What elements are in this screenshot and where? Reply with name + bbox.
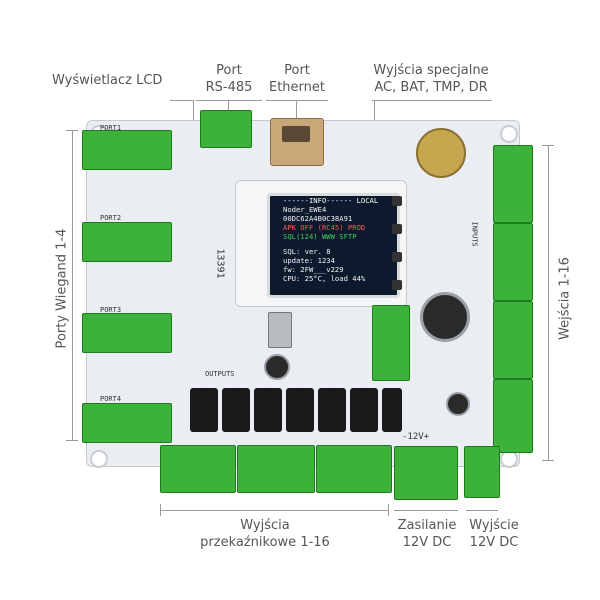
leader-relay-h <box>160 510 388 511</box>
relay-4 <box>286 388 314 432</box>
lcd-button-4[interactable] <box>392 280 402 290</box>
lcd-line-9: fw: 2FW___v229 <box>283 265 344 274</box>
relay-2 <box>222 388 250 432</box>
label-special-outputs: Wyjścia specjalne AC, BAT, TMP, DR <box>356 62 506 96</box>
relay-7 <box>382 388 402 432</box>
mount-hole-tr <box>500 125 518 143</box>
battery-holder <box>416 128 466 178</box>
label-lcd: Wyświetlacz LCD <box>52 73 163 88</box>
leader-inputs-bottom <box>542 460 554 461</box>
lcd-line-1: ------INFO------ LOCAL <box>283 196 379 205</box>
label-power-line1: Zasilanie <box>397 518 457 533</box>
leader-output-h <box>466 510 498 511</box>
lcd-line-5: SQL(124) WWW SFTP <box>283 232 357 241</box>
leader-power-h <box>394 510 458 511</box>
lcd-line-10: CPU: 25°C, load 44% <box>283 274 366 283</box>
power-terminal <box>394 446 458 500</box>
label-inputs: Wejścia 1-16 <box>557 257 573 340</box>
relay-terminal-3 <box>316 445 392 493</box>
leader-relay-l <box>160 504 161 516</box>
relay-6 <box>350 388 378 432</box>
leader-rs485-h <box>196 100 262 101</box>
port-label-1: PORT1 <box>100 124 122 132</box>
leader-ethernet-h <box>266 100 328 101</box>
leader-wiegand-top <box>66 130 78 131</box>
special-outputs-terminal <box>372 305 410 381</box>
lcd-line-7: SQL: ver. 8 <box>283 247 331 256</box>
leader-ethernet-v <box>296 100 297 118</box>
leader-inputs-top <box>542 145 554 146</box>
label-output: Wyjście 12V DC <box>464 517 524 551</box>
leader-wiegand-bottom <box>66 440 78 441</box>
label-rs485: Port RS-485 <box>196 62 262 96</box>
relay-terminal-2 <box>237 445 315 493</box>
port-label-4: PORT4 <box>100 395 122 403</box>
label-rs485-line1: Port <box>216 63 242 78</box>
label-power-line2: 12V DC <box>402 535 452 550</box>
relay-5 <box>318 388 346 432</box>
leader-inputs-v <box>548 145 549 460</box>
board-sticker: 13391 <box>214 248 226 279</box>
rs485-terminal <box>200 110 252 148</box>
label-power: Zasilanie 12V DC <box>394 517 460 551</box>
power-mark: -12V+ <box>402 432 430 442</box>
wiegand-port-2-terminal <box>82 222 172 262</box>
label-ethernet: Port Ethernet <box>262 62 332 96</box>
label-output-line1: Wyjście <box>469 518 519 533</box>
wiegand-port-4-terminal <box>82 403 172 443</box>
label-special-line1: Wyjścia specjalne <box>373 63 489 78</box>
leader-wiegand-v <box>72 130 73 440</box>
port-label-3: PORT3 <box>100 306 122 314</box>
output-12v-terminal <box>464 446 500 498</box>
inputs-terminal-3 <box>493 301 533 379</box>
label-output-line2: 12V DC <box>469 535 519 550</box>
leader-rs485-v <box>228 100 229 110</box>
label-wiegand: Porty Wiegand 1-4 <box>54 228 70 349</box>
label-relay-line2: przekaźnikowe 1-16 <box>200 535 330 550</box>
lcd-button-2[interactable] <box>392 224 402 234</box>
label-rs485-line2: RS-485 <box>205 80 253 95</box>
relay-3 <box>254 388 282 432</box>
leader-special-h <box>372 100 492 101</box>
leader-relay-r <box>388 504 389 516</box>
lcd-line-2: Noder_EWE4 <box>283 205 327 214</box>
label-ethernet-line2: Ethernet <box>269 80 325 95</box>
lcd-button-1[interactable] <box>392 196 402 206</box>
outputs-mark: OUTPUTS <box>205 370 235 378</box>
ethernet-jack <box>282 126 310 142</box>
label-special-line2: AC, BAT, TMP, DR <box>374 80 488 95</box>
lcd-line-4: APK OFF (RC45) PROD <box>283 223 366 232</box>
capacitor-small <box>264 354 290 380</box>
relay-terminal-1 <box>160 445 236 493</box>
usb-port <box>268 312 292 348</box>
mount-hole-bl <box>90 450 108 468</box>
lcd-screen: ------INFO------ LOCAL Noder_EWE4 00DC62… <box>267 193 400 298</box>
relay-1 <box>190 388 218 432</box>
leader-lcd-h <box>170 100 193 101</box>
inputs-terminal-1 <box>493 145 533 223</box>
inputs-terminal-4 <box>493 379 533 453</box>
port-label-2: PORT2 <box>100 214 122 222</box>
lcd-line-8: update: 1234 <box>283 256 335 265</box>
label-relay-line1: Wyjścia <box>240 518 290 533</box>
capacitor-large <box>420 292 470 342</box>
wiegand-port-3-terminal <box>82 313 172 353</box>
label-relay-outputs: Wyjścia przekaźnikowe 1-16 <box>190 517 340 551</box>
inputs-terminal-2 <box>493 223 533 301</box>
inputs-mark: INPUTS <box>470 221 479 247</box>
capacitor-right <box>446 392 470 416</box>
lcd-line-3: 00DC62A4B0C38A91 <box>283 214 353 223</box>
lcd-button-3[interactable] <box>392 252 402 262</box>
wiegand-port-1-terminal <box>82 130 172 170</box>
label-ethernet-line1: Port <box>284 63 310 78</box>
